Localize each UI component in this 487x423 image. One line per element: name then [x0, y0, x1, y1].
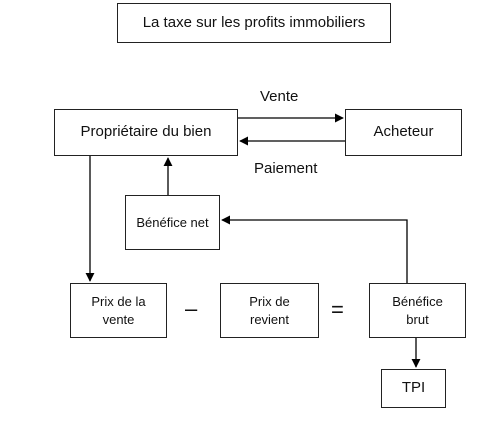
minus-operator: –	[185, 296, 198, 321]
payment-edge-label: Paiement	[254, 160, 318, 177]
equals-operator: =	[331, 297, 344, 322]
sale-price-box: Prix de la vente	[70, 283, 167, 338]
owner-label: Propriétaire du bien	[80, 123, 212, 141]
title-box: La taxe sur les profits immobiliers	[117, 3, 391, 43]
gross-to-net-profit-arrow	[221, 215, 408, 283]
tpi-box: TPI	[381, 369, 446, 408]
sale-price-label: Prix de la vente	[91, 293, 146, 327]
gross-profit-box: Bénéfice brut	[369, 283, 466, 338]
sale-edge-label: Vente	[260, 88, 299, 105]
diagram-title: La taxe sur les profits immobiliers	[142, 13, 366, 31]
buyer-label: Acheteur	[373, 123, 434, 141]
cost-price-label: Prix de revient	[249, 293, 290, 327]
gross-profit-label: Bénéfice brut	[392, 293, 443, 327]
owner-box: Propriétaire du bien	[54, 109, 238, 156]
tpi-label: TPI	[401, 379, 426, 397]
net-profit-label: Bénéfice net	[136, 214, 209, 230]
buyer-box: Acheteur	[345, 109, 462, 156]
net-profit-box: Bénéfice net	[125, 195, 220, 250]
cost-price-box: Prix de revient	[220, 283, 319, 338]
